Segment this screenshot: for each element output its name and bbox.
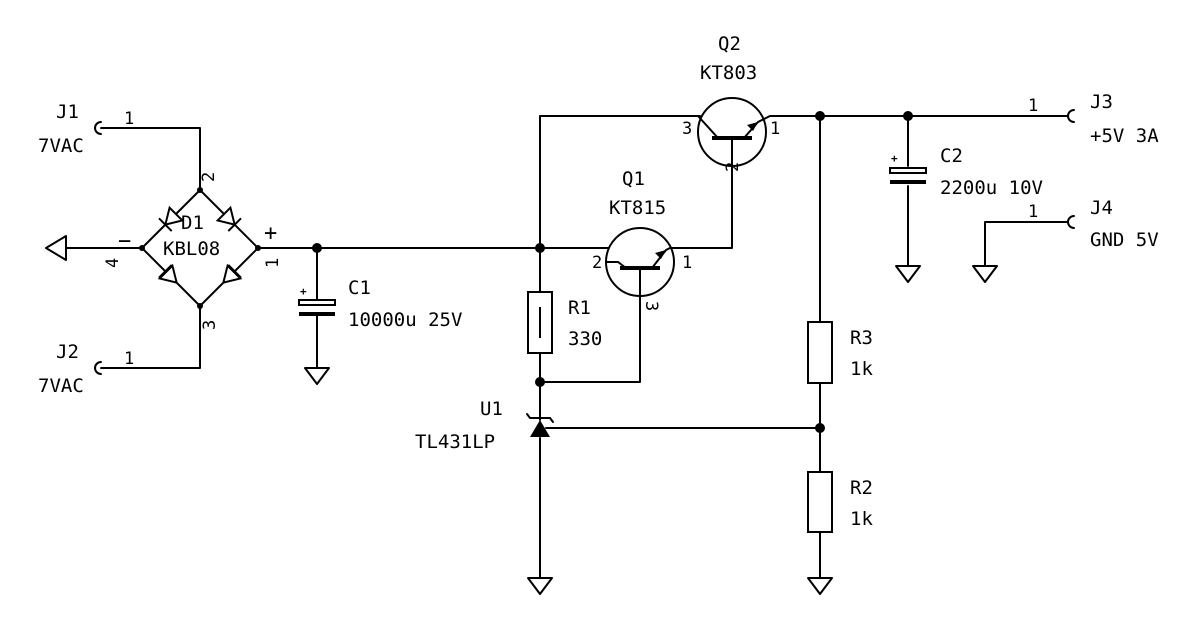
resistor-r1: R1 330 [527,291,602,354]
j4-pin-number: 1 [1028,202,1038,222]
connector-j3: J3 +5V 3A 1 [1028,91,1159,147]
connector-j2: J2 7VAC 1 [38,341,134,397]
u1-value: TL431LP [415,431,495,453]
q1-pin-b: 2 [592,253,602,273]
r2-value: 1k [850,508,873,530]
u1-zener-icon [530,420,550,437]
j2-pin-number: 1 [124,349,134,369]
ground-icon [972,265,998,283]
j2-value: 7VAC [38,375,84,397]
ground-icon [807,577,833,595]
wire-j1 [100,127,201,166]
bridge-rectifier-d1: D1 KBL08 2 3 4 1 − + [103,164,283,331]
ground-icon [527,577,553,595]
ground-icon [45,235,67,261]
r2-body [807,471,833,533]
diode-icon [157,263,179,285]
junction-dot [815,423,825,433]
c2-polarity: + [891,152,898,165]
q2-value: KT803 [700,62,757,84]
c1-polarity: + [300,285,307,298]
q1-ref: Q1 [622,168,645,190]
shunt-regulator-u1: U1 TL431LP [415,398,554,453]
j1-ref: J1 [56,101,79,123]
q1-pin-c: 3 [641,301,661,311]
d1-pin-top: 2 [199,172,219,182]
j3-value: +5V 3A [1090,125,1159,147]
q2-pin-c: 3 [682,119,692,139]
junction-dot [535,377,545,387]
ground-icon [304,367,330,385]
transistor-q2: 3 1 2 Q2 KT803 [682,33,780,172]
j1-value: 7VAC [38,135,84,157]
d1-pin-bottom: 3 [200,320,220,330]
d1-pin-right: 1 [263,258,283,268]
r3-body [807,321,833,384]
connector-j1-socket [94,121,102,135]
j2-ref: J2 [56,341,79,363]
wire-j2 [100,329,201,369]
resistor-r3: R3 1k [807,321,873,384]
diode-icon [158,205,185,232]
r3-ref: R3 [850,327,873,349]
j4-ref: J4 [1090,197,1113,219]
resistor-r2: R2 1k [807,471,873,533]
capacitor-c2: + C2 2200u 10V [889,145,1043,199]
connector-j1: J1 7VAC 1 [38,101,134,157]
d1-plus-sign: + [264,221,277,246]
c2-value: 2200u 10V [940,177,1043,199]
capacitor-c1: + C1 10000u 25V [298,277,462,331]
wire-j4 [984,221,1063,267]
q2-pin-b: 2 [723,162,743,172]
d1-minus-sign: − [118,229,131,254]
ground-symbols [45,235,998,595]
c2-positive-plate [889,167,927,174]
r1-body [527,291,553,354]
d1-value: KBL08 [163,238,220,260]
q1-pin-e: 1 [682,253,692,273]
r2-ref: R2 [850,477,873,499]
d1-pin-left: 4 [103,258,123,268]
c1-ref: C1 [348,277,371,299]
c2-ref: C2 [940,145,963,167]
j4-value: GND 5V [1090,229,1159,251]
j3-pin-number: 1 [1028,96,1038,116]
wire-q1-collector [539,297,641,383]
diode-icon [215,205,242,232]
wires [65,115,1063,579]
ground-icon [895,265,921,283]
r1-ref: R1 [568,297,591,319]
wire-q1-emitter [669,167,733,249]
q2-ref: Q2 [718,33,741,55]
q2-emitter-arrow-icon [747,122,758,131]
u1-ref: U1 [480,398,503,420]
c1-value: 10000u 25V [348,309,462,331]
diode-icon [221,263,243,285]
connector-j2-socket [94,361,102,375]
wire-q2-collector [539,115,701,249]
r3-value: 1k [850,358,873,380]
q1-value: KT815 [609,197,666,219]
transistor-q1: 2 1 3 Q1 KT815 [592,168,692,311]
connector-j4: J4 GND 5V 1 [1028,197,1159,251]
j3-ref: J3 [1090,91,1113,113]
junction-dot [535,243,545,253]
junction-dot [903,111,913,121]
d1-ref: D1 [181,212,204,234]
r1-value: 330 [568,328,602,350]
q2-pin-e: 1 [770,119,780,139]
junction-dot [815,111,825,121]
junctions [139,111,913,433]
q1-emitter-arrow-icon [655,250,666,259]
junction-dot [312,243,322,253]
j1-pin-number: 1 [124,109,134,129]
